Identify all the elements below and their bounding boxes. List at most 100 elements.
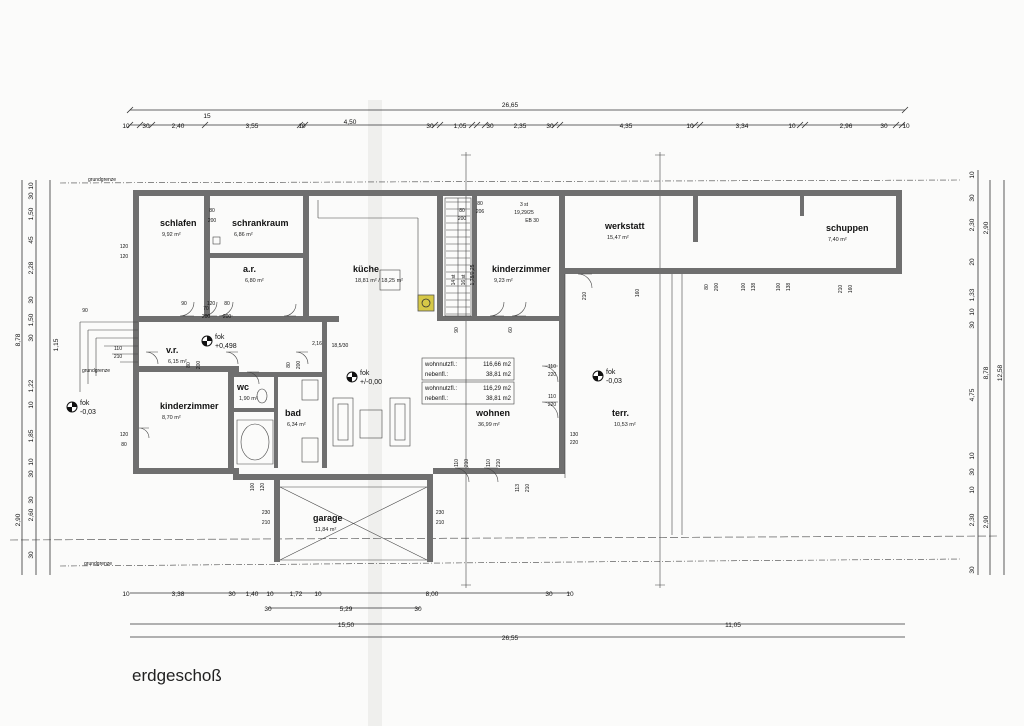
dim-right-segment: 10	[969, 452, 976, 460]
dim-bottom-segment: 30	[228, 591, 236, 598]
dim-left-segment: 30	[28, 334, 35, 342]
door-dim-label: 120	[120, 244, 129, 250]
doors	[138, 273, 593, 483]
dim-right-segment: 2,90	[983, 221, 990, 234]
room-name: schrankraum	[232, 218, 289, 228]
door-dim-label: 80	[704, 284, 710, 290]
room-area: 8,70 m²	[162, 415, 181, 421]
dim-left-segment: 10	[28, 182, 35, 190]
chimney-icon	[417, 294, 435, 312]
room-area: 10,53 m²	[614, 422, 636, 428]
summary-value-2: 38,81 m2	[486, 372, 512, 378]
dim-bottom-segment: 10	[314, 591, 322, 598]
room-area: 6,34 m²	[287, 422, 306, 428]
door-dim-label: 90	[181, 301, 187, 307]
door-dim-label: 90	[82, 308, 88, 314]
dim-left-segment: 30	[28, 296, 35, 304]
door-dim-label: 210	[436, 520, 445, 526]
dim-top-segment: 30	[426, 123, 434, 130]
paper-fold	[368, 100, 382, 726]
door-dim-label: 138	[751, 283, 757, 292]
door-dim-label: 16 st	[461, 274, 467, 285]
room-name: wohnen	[475, 408, 510, 418]
room-name: garage	[313, 513, 343, 523]
door-dim-label: 14 st	[451, 274, 457, 285]
summary-label-4: nebenfl.:	[425, 396, 448, 402]
door-dim-label: 80	[209, 208, 215, 214]
dim-top-segment: 15	[203, 113, 211, 120]
door-dim-label: 200	[196, 361, 202, 370]
dim-right-segment: 8,78	[983, 366, 990, 379]
door-dim-label: 100	[776, 283, 782, 292]
door-dim-label: 200	[714, 283, 720, 292]
door-dim-label: 100	[741, 283, 747, 292]
door-dim-label: 80	[459, 208, 465, 214]
room-area: 11,84 m²	[315, 527, 336, 533]
door-dim-label: grundgrenze	[82, 368, 110, 374]
dim-top-segment: 10	[686, 123, 694, 130]
dim-bottom-total: 26,55	[502, 635, 519, 642]
dim-top-segment: 1,05	[454, 123, 467, 130]
level-value: -0,03	[606, 378, 622, 385]
boundary-lines: grundgrenze grundgrenze	[9, 152, 1001, 588]
door-swing	[511, 301, 527, 317]
dim-left-segment: 2,60	[28, 508, 35, 521]
door-dim-label: 120	[260, 483, 266, 492]
dim-top-segment: 2,40	[172, 123, 185, 130]
level-label: fok	[215, 334, 225, 341]
dim-bottom-segment: 5,29	[340, 606, 353, 613]
door-dim-label: 80	[186, 362, 192, 368]
dim-bottom-segment: 8,00	[426, 591, 439, 598]
door-dim-label: 70	[203, 306, 209, 312]
page-title: erdgeschoß	[132, 666, 222, 685]
dim-top-segment: 30	[880, 123, 888, 130]
dim-bottom-segment: 30	[545, 591, 553, 598]
room-area: 15,47 m²	[607, 235, 629, 241]
area-summary: wohnnutzfl.: 116,66 m2 nebenfl.: 38,81 m…	[421, 357, 515, 405]
room-name: kinderzimmer	[492, 264, 551, 274]
staircase	[444, 197, 472, 317]
dim-top-segment: 30	[142, 123, 150, 130]
dim-bottom-segment: 1,72	[290, 591, 303, 598]
room-area: 36,99 m²	[478, 422, 500, 428]
level-label: fok	[360, 370, 370, 377]
summary-label-2: nebenfl.:	[425, 372, 448, 378]
door-dim-label: 120	[120, 432, 129, 438]
living-furniture	[332, 397, 411, 447]
summary-value-3: 116,29 m2	[483, 386, 512, 392]
dim-right-segment: 30	[969, 194, 976, 202]
door-dim-label: 210	[838, 285, 844, 294]
door-dim-label: 210	[582, 292, 588, 301]
summary-value-4: 38,81 m2	[486, 396, 512, 402]
level-value: +0,498	[215, 343, 237, 350]
door-swing	[218, 301, 234, 317]
dim-left-segment: 8,78	[15, 333, 22, 346]
door-dim-label: 200	[202, 314, 211, 320]
room-name: küche	[353, 264, 379, 274]
door-dim-label: 220	[548, 372, 557, 378]
door-dim-label: 210	[525, 484, 531, 493]
dim-right-segment: 2,30	[969, 218, 976, 231]
level-value: +/-0,00	[360, 379, 382, 386]
door-swing	[577, 273, 593, 289]
dim-bottom-segment: 11,05	[725, 622, 741, 629]
dim-left-segment: 1,22	[28, 379, 35, 392]
dim-left-segment: 2,28	[28, 261, 35, 274]
door-dim-label: 200	[458, 216, 467, 222]
door-dim-label: 138	[786, 283, 792, 292]
door-swing	[202, 301, 218, 317]
door-dim-label: 230	[436, 510, 445, 516]
door-dim-label: 80	[121, 442, 127, 448]
dim-bottom-segment: 30	[264, 606, 272, 613]
dim-top-segment: 30	[546, 123, 554, 130]
room-name: bad	[285, 408, 301, 418]
door-swing	[138, 427, 150, 439]
door-dim-label: 206	[476, 209, 485, 215]
bath-fixtures	[212, 236, 319, 465]
dim-top-total: 26,65	[502, 102, 519, 109]
door-dim-label: 80	[477, 201, 483, 207]
